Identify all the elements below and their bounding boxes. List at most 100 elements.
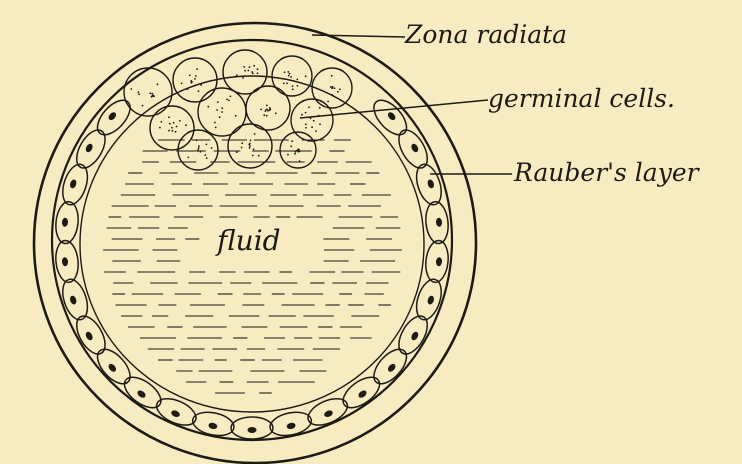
germinal-cell-granule [305,112,307,114]
rauber-cell-nucleus [248,427,257,433]
rauber-cell-nucleus [436,257,443,267]
germinal-cell-granule [198,145,200,147]
germinal-cell-granule [196,68,198,70]
label-germinal-cells: germinal cells. [488,84,675,113]
germinal-cell-granule [305,75,307,77]
germinal-cell-granule [311,126,313,128]
zona-radiata-leader [312,35,405,37]
rauber-cell-nucleus [357,389,368,399]
germinal-cell-granule [243,66,245,68]
rauber-cell-nucleus [386,111,396,122]
germinal-cell-granule [305,123,307,125]
germinal-cell-granule [198,147,200,149]
germinal-cell-granule [298,151,300,153]
rauber-cell-nucleus [170,409,181,418]
germinal-cell-granule [319,123,321,125]
rauber-cell-nucleus [84,143,94,154]
germinal-cell-granule [334,87,336,89]
rauber-cell-nucleus [84,331,94,342]
germinal-cell-granule [168,116,170,118]
germinal-cell-granule [295,151,297,153]
germinal-cell-granule [319,107,321,109]
germinal-cells-mass [124,50,352,170]
germinal-cell-granule [249,143,251,145]
rauber-cell-nucleus [427,179,435,189]
germinal-cell-granule [241,147,243,149]
germinal-cell-granule [258,155,260,157]
germinal-cell-granule [292,88,294,90]
germinal-cell-granule [290,145,292,147]
germinal-cell-granule [175,131,177,133]
rauber-cell-nucleus [136,389,147,399]
germinal-cell-granule [185,124,187,126]
germinal-cell-granule [195,75,197,77]
germinal-cell-granule [181,83,183,85]
rauber-cell-nucleus [286,422,296,430]
germinal-cell-granule [301,114,303,116]
germinal-cell-granule [275,112,277,114]
germinal-cell-granule [138,93,140,95]
germinal-cell-granule [250,140,252,142]
germinal-cell-granule [200,151,202,153]
germinal-cell-granule [257,68,259,70]
germinal-cell-granule [294,153,296,155]
germinal-cell-granule [263,114,265,116]
germinal-cell-granule [283,83,285,85]
rauber-cell-nucleus [208,422,218,430]
germinal-cell-granule [198,90,200,92]
germinal-cell-granule [337,91,339,93]
germinal-cell-granule [214,122,216,124]
label-raubers-layer: Rauber's layer [513,158,701,187]
germinal-cell-granule [244,70,246,72]
rauber-cell-nucleus [410,331,420,342]
rauber-cell-nucleus [386,362,396,373]
germinal-cell-granule [157,83,159,85]
germinal-cell-granule [236,151,238,153]
germinal-cell-granule [254,133,256,135]
germinal-cell-granule [330,86,332,88]
germinal-cell-granule [168,130,170,132]
germinal-cell-granule [187,88,189,90]
germinal-cell-granule [219,116,221,118]
germinal-cell-granule [269,108,271,110]
germinal-cell-granule [266,115,268,117]
germinal-cell-granule [242,77,244,79]
germinal-cell-granule [257,72,259,74]
germinal-cell-granule [308,106,310,108]
germinal-cell-granule [204,154,206,156]
germinal-cell-granule [221,107,223,109]
germinal-cell-granule [299,160,301,162]
germinal-cell [246,86,290,130]
germinal-cell-granule [191,82,193,84]
rauber-cell-nucleus [69,179,77,189]
rauber-cell-nucleus [427,295,435,305]
rauber-cell-nucleus [436,218,443,228]
germinal-cell-granule [169,123,171,125]
germinal-cell-granule [215,127,217,129]
germinal-cell-granule [151,93,153,95]
germinal-cell-granule [142,105,144,107]
germinal-cell-granule [216,109,218,111]
germinal-cell-granule [331,94,333,96]
label-zona-radiata: Zona radiata [404,20,567,49]
germinal-cell-granule [173,122,175,124]
germinal-cell-granule [291,140,293,142]
germinal-cell-granule [331,87,333,89]
germinal-cell-granule [226,99,228,101]
germinal-cell-granule [217,101,219,103]
germinal-cell-granule [292,85,294,87]
rauber-cell-nucleus [62,257,69,267]
germinal-cell-granule [305,127,307,129]
germinal-cell-granule [206,144,208,146]
germinal-cell-granule [159,127,161,129]
germinal-cell-granule [297,85,299,87]
germinal-cell-granule [288,75,290,77]
germinal-cell-granule [236,74,238,76]
germinal-cell-granule [172,130,174,132]
germinal-cell-granule [130,88,132,90]
germinal-cell-granule [221,111,223,113]
rauber-cell-nucleus [107,111,117,122]
germinal-cell-granule [284,71,286,73]
